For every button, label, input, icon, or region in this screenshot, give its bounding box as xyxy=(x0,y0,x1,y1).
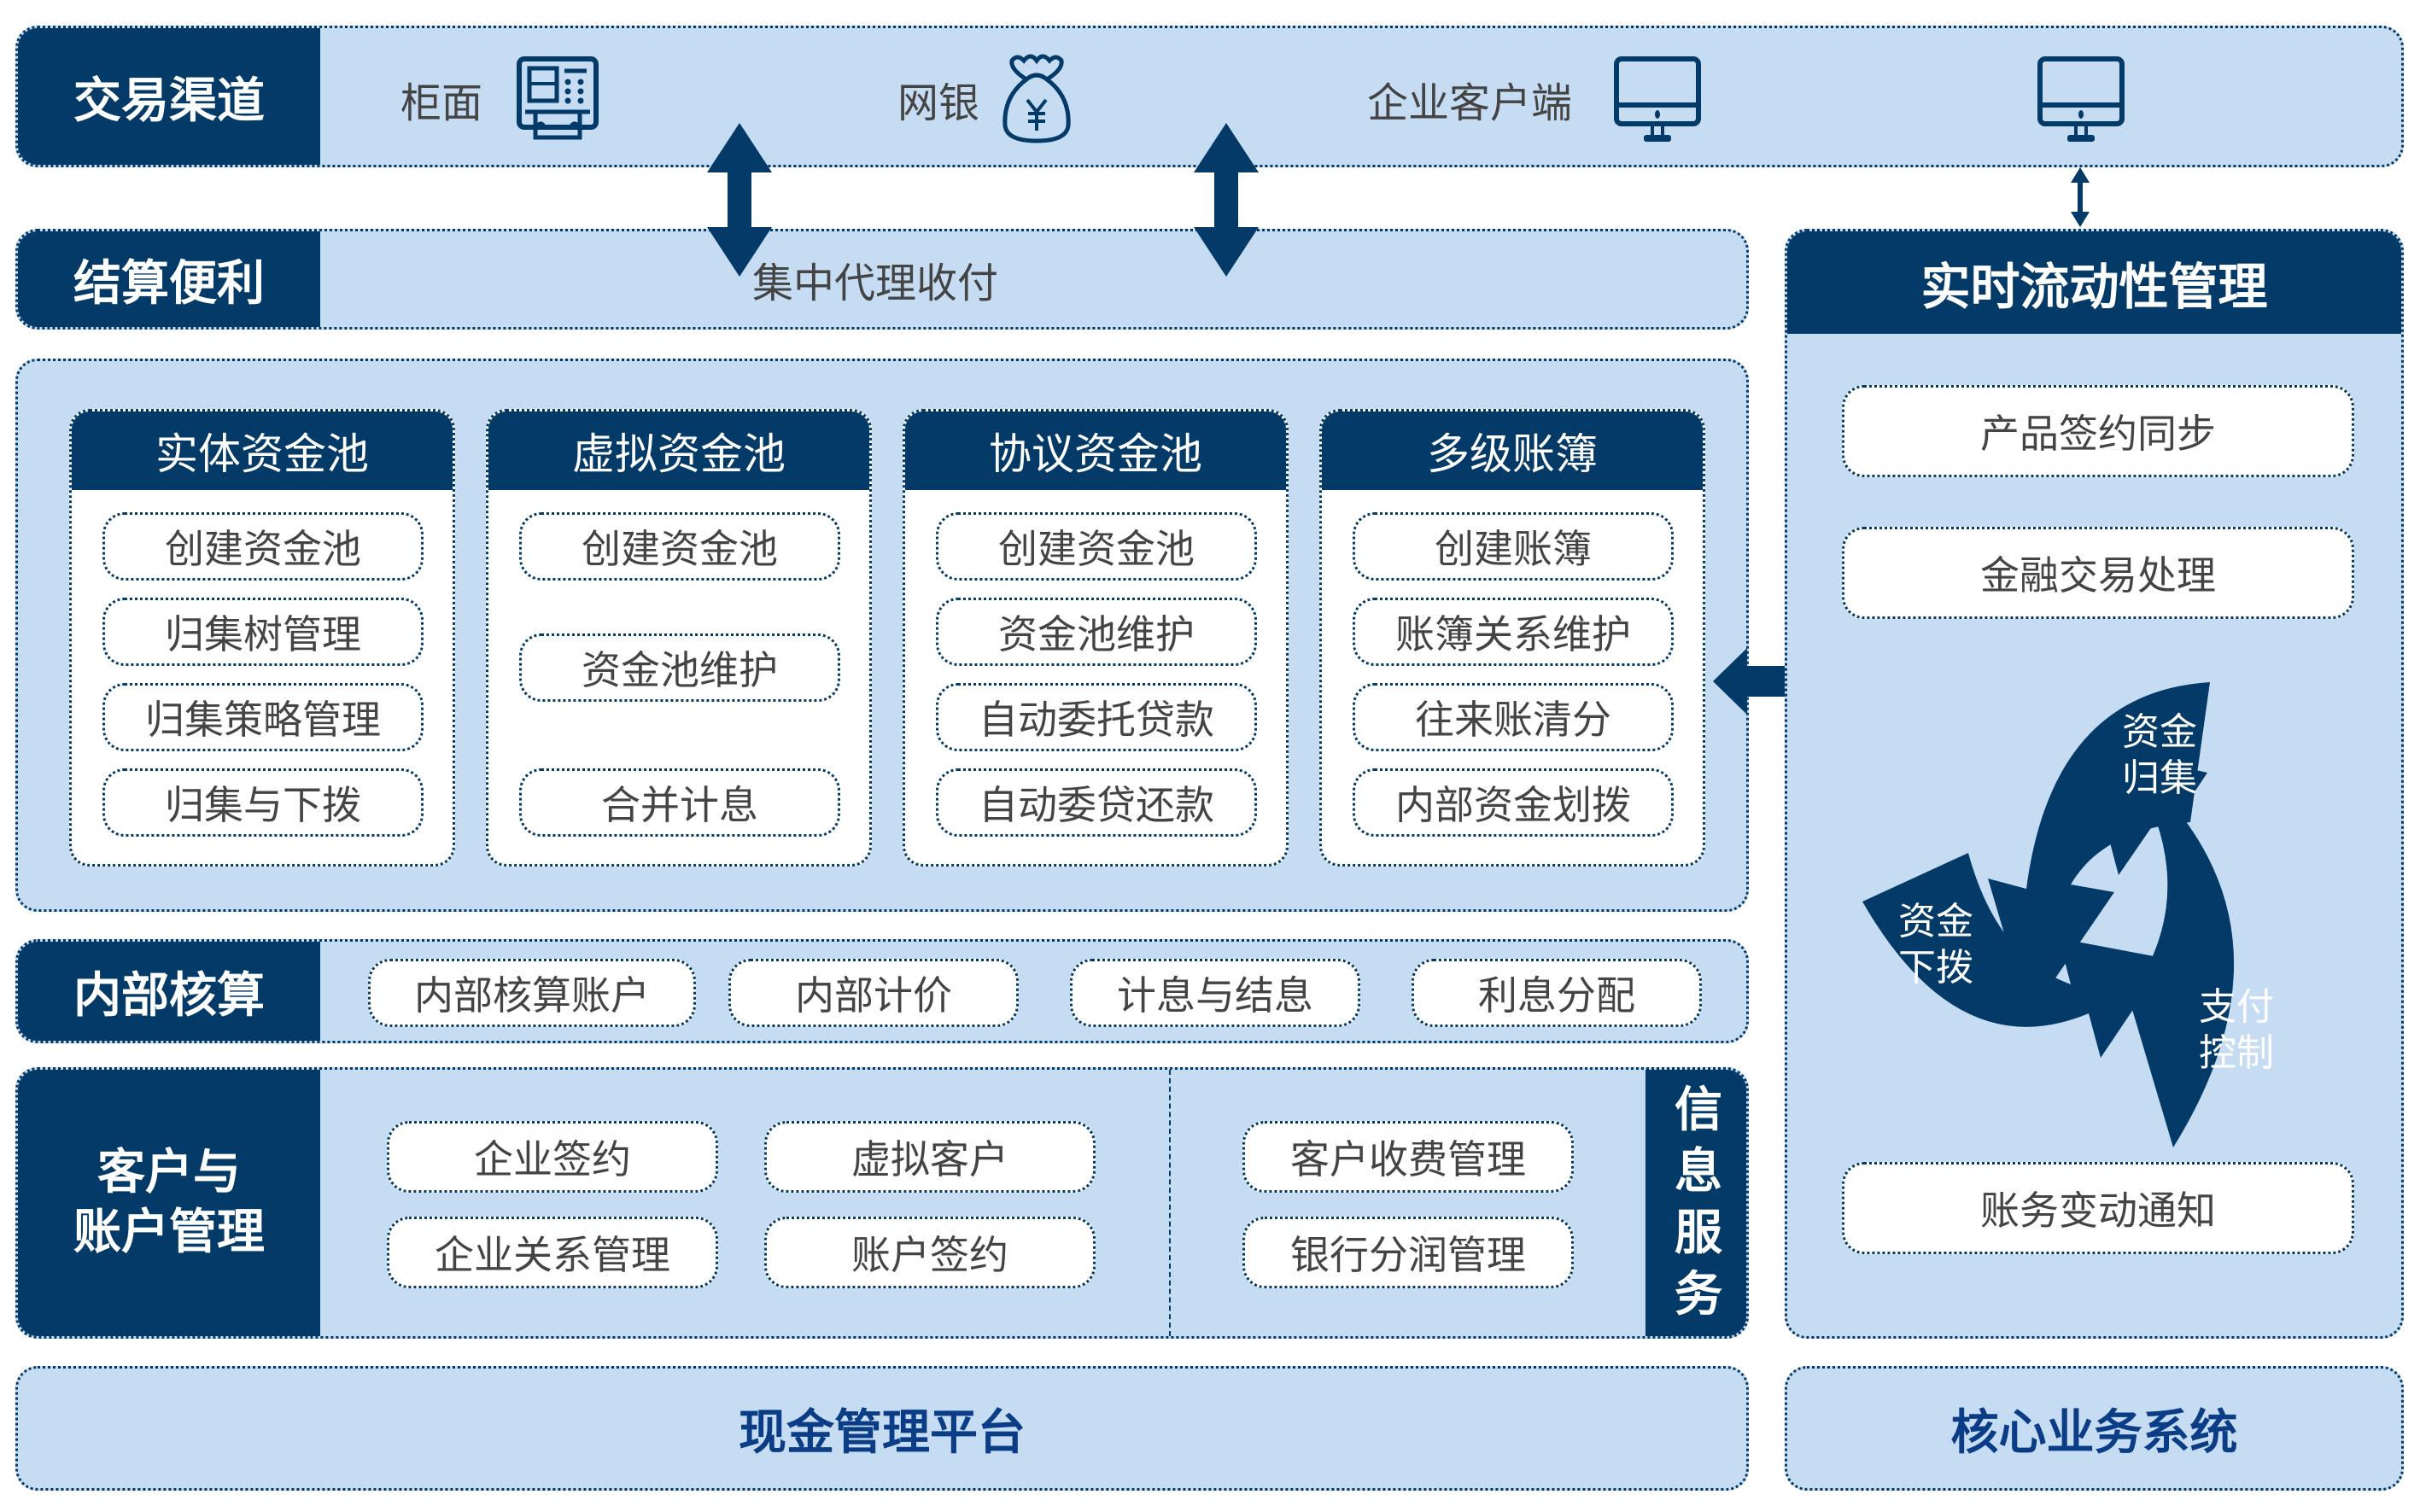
pool-item[interactable]: 资金池维护 xyxy=(936,598,1257,666)
monitor-icon xyxy=(1613,55,1702,144)
cycle-label-allocation: 资金 下拨 xyxy=(1898,900,1973,990)
double-arrow-vertical-icon xyxy=(2067,167,2093,227)
pool-item[interactable]: 归集策略管理 xyxy=(102,683,424,751)
pool-card-agreement: 协议资金池 创建资金池 资金池维护 自动委托贷款 自动委贷还款 xyxy=(903,409,1289,867)
channel-enterprise-client-label[interactable]: 企业客户端 xyxy=(1367,79,1573,127)
double-arrow-vertical-icon xyxy=(1192,123,1260,277)
pool-item[interactable]: 创建资金池 xyxy=(519,512,840,581)
info-service-item[interactable]: 银行分润管理 xyxy=(1242,1217,1574,1288)
customer-item[interactable]: 企业关系管理 xyxy=(387,1217,718,1288)
pool-item[interactable]: 自动委贷还款 xyxy=(936,768,1257,837)
pool-card-physical: 实体资金池 创建资金池 归集树管理 归集策略管理 归集与下拨 xyxy=(69,409,455,867)
info-service-char: 务 xyxy=(1675,1267,1722,1322)
liquidity-item[interactable]: 产品签约同步 xyxy=(1842,385,2354,477)
internal-accounting-item[interactable]: 利息分配 xyxy=(1412,959,1702,1027)
internal-accounting-bar: 内部核算 内部核算账户 内部计价 计息与结息 利息分配 xyxy=(15,939,1749,1043)
settlement-content[interactable]: 集中代理收付 xyxy=(751,260,998,307)
customer-account-label-line2: 账户管理 xyxy=(73,1205,265,1260)
pool-item[interactable]: 归集树管理 xyxy=(102,598,424,666)
info-service-char: 信 xyxy=(1675,1083,1722,1138)
channel-counter-label[interactable]: 柜面 xyxy=(400,79,483,127)
pool-item[interactable]: 合并计息 xyxy=(519,768,840,837)
internal-accounting-label: 内部核算 xyxy=(18,942,320,1041)
fund-pools-section: 实体资金池 创建资金池 归集树管理 归集策略管理 归集与下拨 虚拟资金池 创建资… xyxy=(15,359,1749,912)
cycle-label-payment: 支付 控制 xyxy=(2199,985,2274,1075)
info-service-char: 服 xyxy=(1675,1206,1722,1261)
pool-card-virtual: 虚拟资金池 创建资金池 资金池维护 合并计息 xyxy=(486,409,872,867)
liquidity-item[interactable]: 金融交易处理 xyxy=(1842,527,2354,619)
counter-terminal-icon xyxy=(515,55,600,141)
liquidity-title: 实时流动性管理 xyxy=(1787,231,2401,334)
liquidity-item[interactable]: 账务变动通知 xyxy=(1842,1162,2354,1254)
pool-item[interactable]: 往来账清分 xyxy=(1353,683,1674,751)
pool-item[interactable]: 创建账簿 xyxy=(1353,512,1674,581)
pool-item[interactable]: 创建资金池 xyxy=(102,512,424,581)
double-arrow-vertical-icon xyxy=(705,123,774,277)
customer-account-label: 客户与 账户管理 xyxy=(18,1070,320,1336)
channel-netbank-label[interactable]: 网银 xyxy=(897,79,980,127)
cash-management-platform: 现金管理平台 xyxy=(15,1366,1749,1491)
section-divider xyxy=(1169,1070,1171,1336)
pool-title: 协议资金池 xyxy=(905,412,1286,490)
pool-card-multilevel-ledger: 多级账簿 创建账簿 账簿关系维护 往来账清分 内部资金划拨 xyxy=(1319,409,1705,867)
channels-label: 交易渠道 xyxy=(18,28,320,165)
internal-accounting-item[interactable]: 计息与结息 xyxy=(1070,959,1360,1027)
pool-item[interactable]: 创建资金池 xyxy=(936,512,1257,581)
cycle-arrow-allocation xyxy=(1862,853,2167,1058)
customer-item[interactable]: 虚拟客户 xyxy=(764,1121,1096,1193)
pool-title: 多级账簿 xyxy=(1322,412,1703,490)
liquidity-panel: 实时流动性管理 产品签约同步 金融交易处理 资金 归集 资金 下拨 支付 控制 … xyxy=(1785,229,2404,1339)
customer-account-section: 客户与 账户管理 企业签约 虚拟客户 企业关系管理 账户签约 客户收费管理 银行… xyxy=(15,1067,1749,1339)
settlement-label: 结算便利 xyxy=(18,231,320,327)
cycle-arrow-payment xyxy=(2084,745,2235,1147)
customer-item[interactable]: 企业签约 xyxy=(387,1121,718,1193)
liquidity-cycle: 资金 归集 资金 下拨 支付 控制 xyxy=(1847,675,2342,1153)
pool-item[interactable]: 账簿关系维护 xyxy=(1353,598,1674,666)
channels-bar: 交易渠道 柜面 网银 企业客户端 xyxy=(15,26,2404,167)
money-bag-yuan-icon xyxy=(998,52,1075,144)
pool-item[interactable]: 自动委托贷款 xyxy=(936,683,1257,751)
customer-account-label-line1: 客户与 xyxy=(97,1145,241,1200)
info-service-label: 信 息 服 务 xyxy=(1645,1070,1746,1336)
info-service-char: 息 xyxy=(1675,1144,1722,1200)
core-business-system: 核心业务系统 xyxy=(1785,1366,2404,1491)
pool-title: 实体资金池 xyxy=(72,412,453,490)
info-service-item[interactable]: 客户收费管理 xyxy=(1242,1121,1574,1193)
monitor-icon xyxy=(2037,55,2125,144)
pool-item[interactable]: 归集与下拨 xyxy=(102,768,424,837)
pool-item[interactable]: 资金池维护 xyxy=(519,633,840,702)
settlement-bar: 结算便利 集中代理收付 xyxy=(15,229,1749,330)
internal-accounting-item[interactable]: 内部计价 xyxy=(728,959,1019,1027)
pool-item[interactable]: 内部资金划拨 xyxy=(1353,768,1674,837)
pool-title: 虚拟资金池 xyxy=(488,412,869,490)
cycle-label-collection: 资金 归集 xyxy=(2122,710,2197,800)
internal-accounting-item[interactable]: 内部核算账户 xyxy=(368,959,696,1027)
customer-item[interactable]: 账户签约 xyxy=(764,1217,1096,1288)
